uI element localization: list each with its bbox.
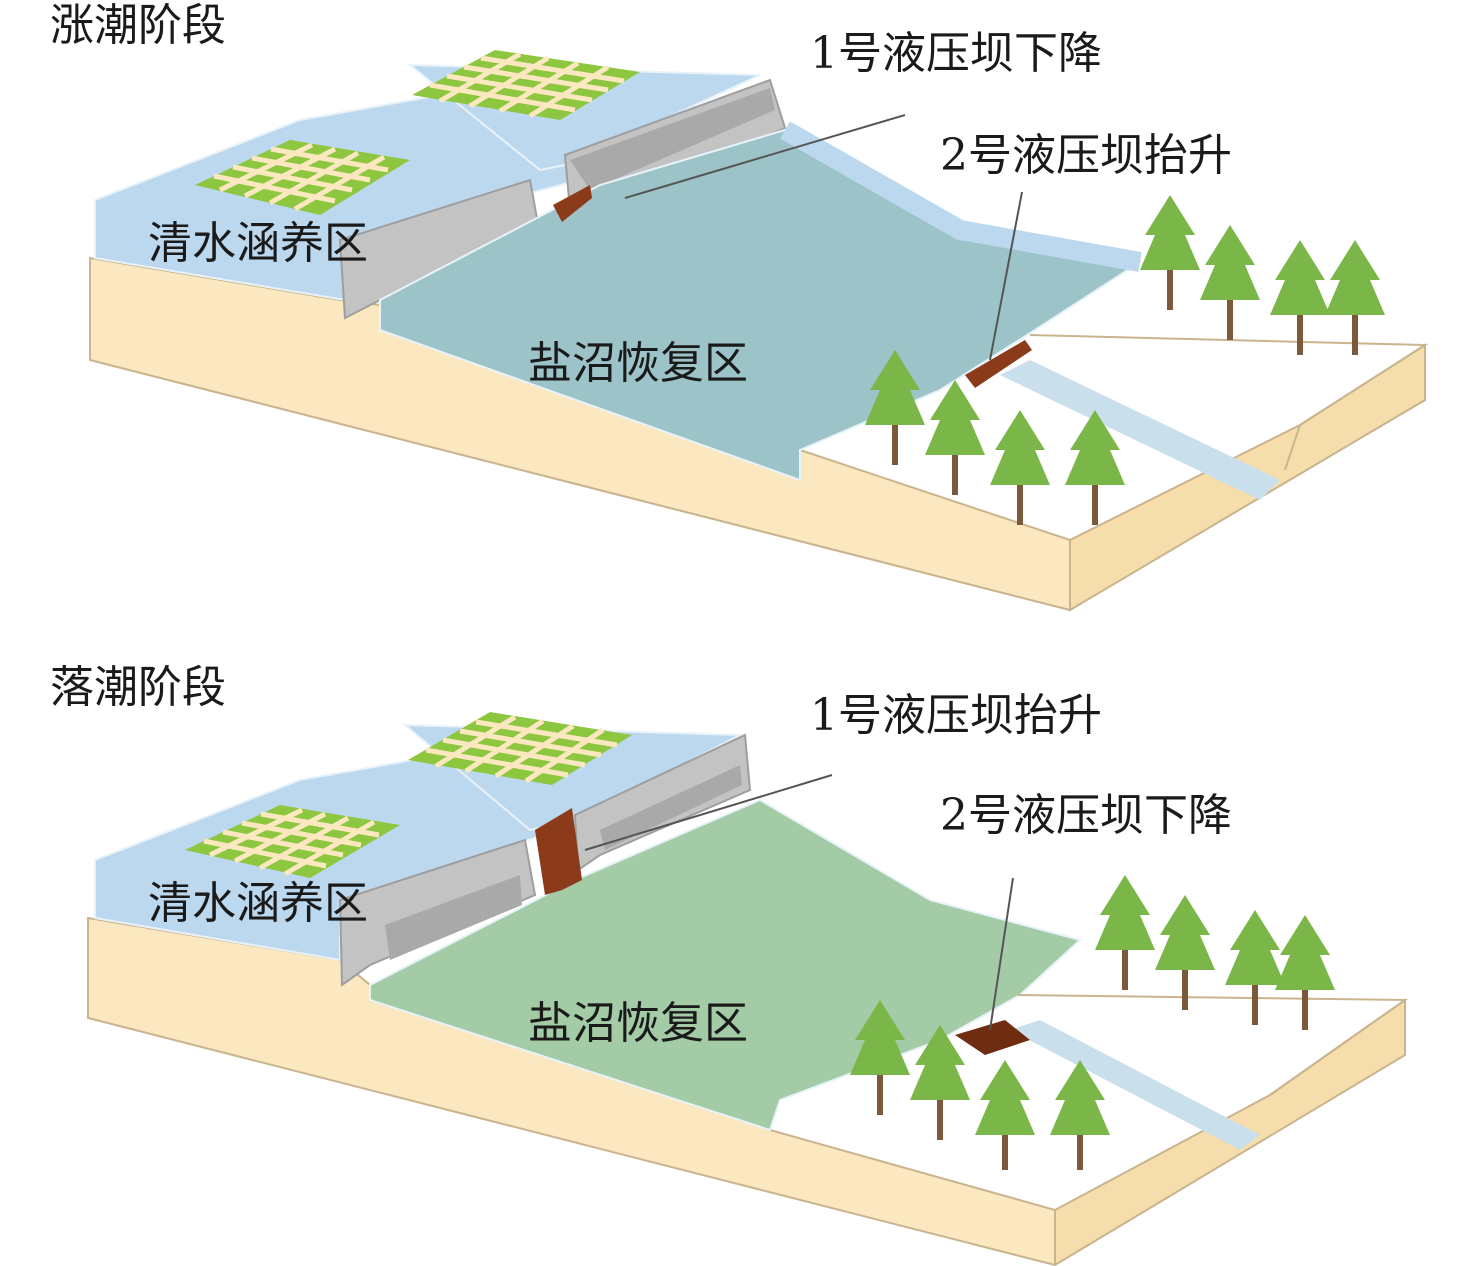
tree (865, 350, 925, 465)
salt-marsh-zone-label: 盐沼恢复区 (528, 998, 748, 1049)
dam-1 (553, 185, 592, 222)
dam-2 (965, 340, 1032, 388)
tree (990, 410, 1050, 525)
tree (1155, 895, 1215, 1010)
clear-water-zone-label: 清水涵养区 (148, 878, 368, 929)
dam-2-leader-line (989, 191, 1023, 361)
flood-tide-panel: 涨潮阶段 清水涵养区 盐沼恢复区 1号液压坝下降 2号液压坝抬升 (50, 0, 1429, 612)
tree (1140, 195, 1200, 310)
tree (1270, 240, 1330, 355)
tree (1065, 410, 1125, 525)
tree (1050, 1060, 1110, 1170)
tree (1225, 910, 1285, 1025)
tree (1275, 915, 1335, 1030)
dam-1-leader-line (624, 114, 906, 199)
green-grid-field (412, 50, 640, 120)
tree (1095, 875, 1155, 990)
dam-1-label: 1号液压坝下降 (810, 28, 1102, 79)
dam-1-label: 1号液压坝抬升 (810, 690, 1102, 741)
clear-water-zone-label: 清水涵养区 (148, 218, 368, 269)
stage-title: 落潮阶段 (50, 662, 226, 713)
dam-2-label: 2号液压坝下降 (940, 790, 1232, 841)
salt-marsh-water (379, 128, 1143, 482)
dam-1 (535, 808, 582, 895)
green-grid-field (408, 712, 632, 785)
tree (1200, 225, 1260, 340)
green-grid-field (185, 805, 400, 878)
stage-title: 涨潮阶段 (50, 0, 226, 51)
dam-2 (955, 1020, 1030, 1055)
tree (925, 380, 985, 495)
ebb-tide-panel: 落潮阶段 清水涵养区 盐沼恢复区 1号液压坝抬升 2号液压坝下降 (50, 662, 1409, 1266)
tree (1325, 240, 1385, 355)
green-grid-field (195, 140, 410, 215)
salt-marsh-zone-label: 盐沼恢复区 (528, 338, 748, 389)
tree (910, 1025, 970, 1140)
outlet-stream (1010, 1020, 1260, 1150)
dam-1-leader-line (584, 774, 833, 851)
dam-2-label: 2号液压坝抬升 (940, 130, 1232, 181)
tree-cluster (850, 875, 1335, 1170)
dam-2-leader-line (989, 877, 1014, 1031)
tree (850, 1000, 910, 1115)
tree (975, 1060, 1035, 1170)
outlet-stream (1000, 360, 1280, 500)
tree-cluster (865, 195, 1385, 525)
